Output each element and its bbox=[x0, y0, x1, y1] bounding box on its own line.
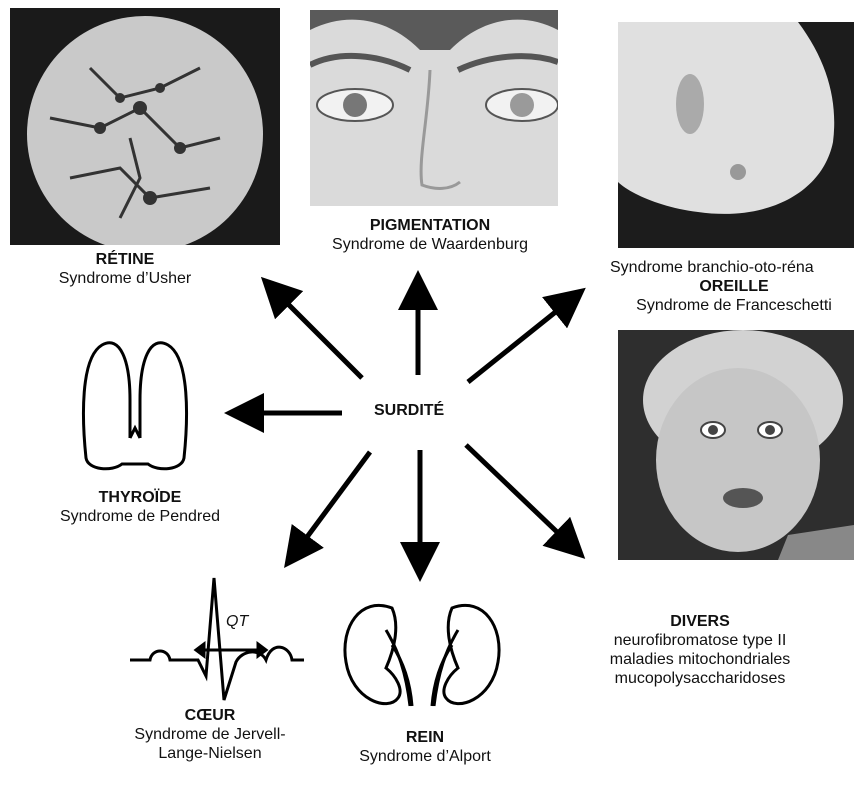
rein-title: REIN bbox=[330, 728, 520, 747]
retine-syndrome: Syndrome d’Usher bbox=[30, 269, 220, 288]
coeur-title: CŒUR bbox=[110, 706, 310, 725]
ear-photo bbox=[618, 22, 854, 248]
oreille-syndrome-top: Syndrome branchio-oto-réna bbox=[610, 258, 858, 277]
oreille-title: OREILLE bbox=[610, 277, 858, 296]
label-pigmentation: PIGMENTATION Syndrome de Waardenburg bbox=[300, 216, 560, 254]
child-photo bbox=[618, 330, 854, 560]
label-oreille: Syndrome branchio-oto-réna OREILLE Syndr… bbox=[610, 258, 858, 315]
arrow-retine bbox=[268, 284, 362, 378]
retina-fundus-image bbox=[10, 8, 280, 245]
ecg-qt-label: QT bbox=[226, 613, 248, 631]
center-label-surdite: SURDITÉ bbox=[374, 402, 444, 420]
divers-item: mucopolysaccharidoses bbox=[570, 669, 830, 688]
arrow-coeur bbox=[290, 452, 370, 560]
oreille-syndrome: Syndrome de Franceschetti bbox=[610, 296, 858, 315]
label-coeur: CŒUR Syndrome de Jervell- Lange-Nielsen bbox=[110, 706, 310, 763]
label-rein: REIN Syndrome d’Alport bbox=[330, 728, 520, 766]
ecg-drawing bbox=[130, 578, 304, 700]
ear-image bbox=[618, 22, 854, 248]
divers-title: DIVERS bbox=[570, 612, 830, 631]
label-thyroide: THYROÏDE Syndrome de Pendred bbox=[30, 488, 250, 526]
thyroide-syndrome: Syndrome de Pendred bbox=[30, 507, 250, 526]
arrow-oreille bbox=[468, 294, 578, 382]
pigmentation-syndrome: Syndrome de Waardenburg bbox=[300, 235, 560, 254]
eyes-image bbox=[310, 10, 558, 206]
coeur-syndrome-line2: Lange-Nielsen bbox=[110, 744, 310, 763]
rein-syndrome: Syndrome d’Alport bbox=[330, 747, 520, 766]
thyroid-drawing bbox=[83, 343, 186, 469]
divers-item: neurofibromatose type II bbox=[570, 631, 830, 650]
pigmentation-photo bbox=[310, 10, 558, 206]
thyroide-title: THYROÏDE bbox=[30, 488, 250, 507]
kidneys-drawing bbox=[345, 605, 499, 706]
coeur-syndrome-line1: Syndrome de Jervell- bbox=[110, 725, 310, 744]
divers-item: maladies mitochondriales bbox=[570, 650, 830, 669]
child-face-image bbox=[618, 330, 854, 560]
retine-title: RÉTINE bbox=[30, 250, 220, 269]
retina-photo bbox=[10, 8, 280, 245]
label-retine: RÉTINE Syndrome d’Usher bbox=[30, 250, 220, 288]
pigmentation-title: PIGMENTATION bbox=[300, 216, 560, 235]
label-divers: DIVERS neurofibromatose type II maladies… bbox=[570, 612, 830, 688]
arrow-divers bbox=[466, 445, 578, 552]
